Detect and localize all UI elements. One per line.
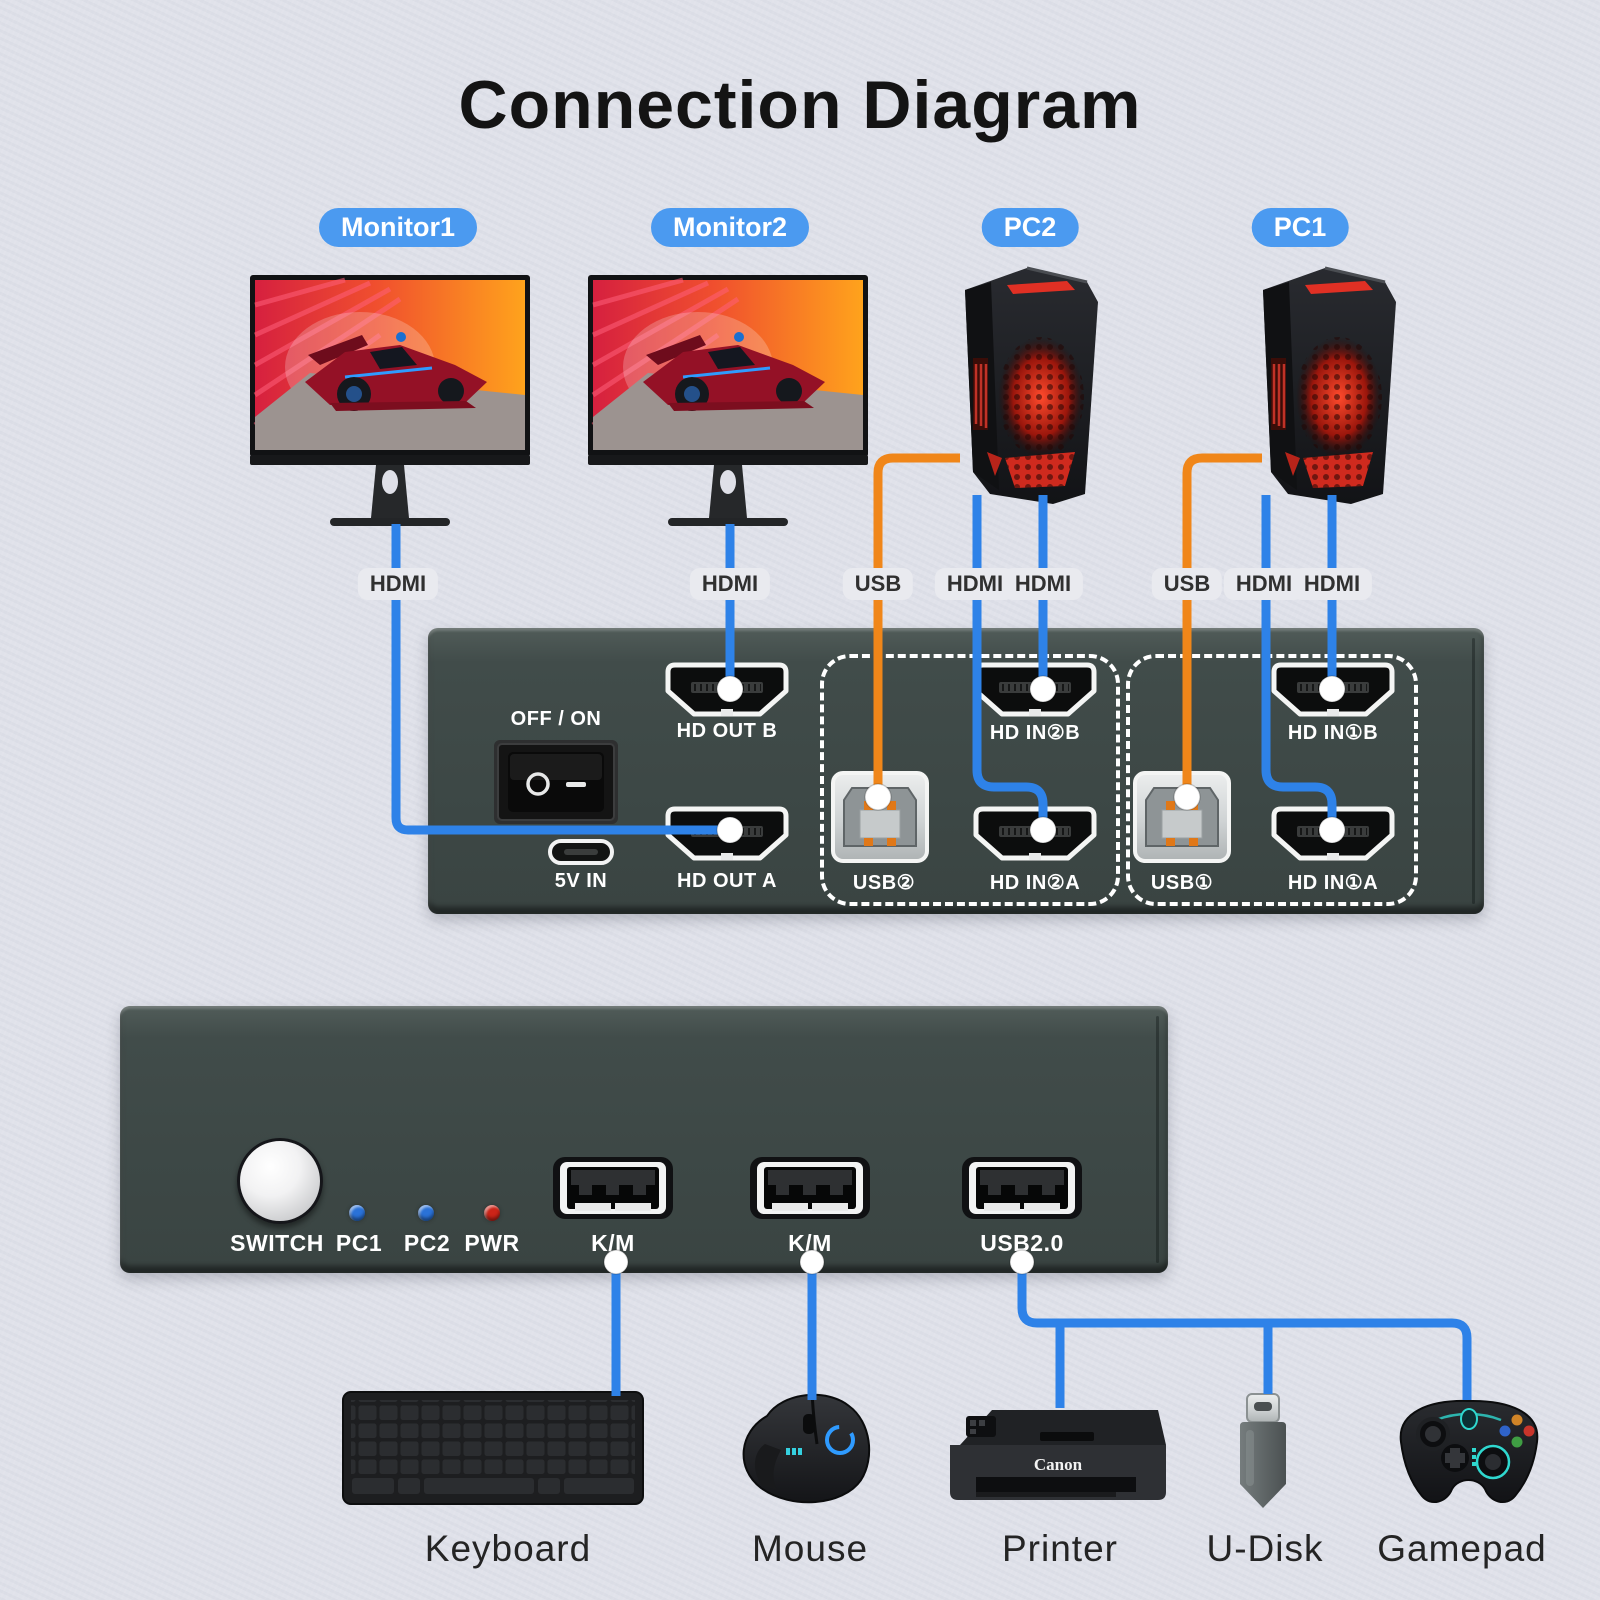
km1-usb-port[interactable] xyxy=(551,1155,675,1221)
pwr-led-label: PWR xyxy=(464,1230,520,1256)
hd-in-1b-port[interactable] xyxy=(1271,662,1395,718)
kvm-front-panel: SWITCH PC1 PC2 PWR K/M K/M USB2.0 xyxy=(120,1006,1168,1273)
usb1-label: USB① xyxy=(1150,872,1214,894)
usb20-port[interactable] xyxy=(960,1155,1084,1221)
hd-out-a-port[interactable] xyxy=(665,806,789,862)
cable-label-hdmi-pc2-b: HDMI xyxy=(1002,568,1084,600)
power-in-label: 5V IN xyxy=(554,870,608,892)
gamepad-caption: Gamepad xyxy=(1377,1528,1547,1569)
pc1-led-label: PC1 xyxy=(335,1230,383,1256)
km1-label: K/M xyxy=(591,1230,635,1256)
cable-label-hdmi-pc1-a: HDMI xyxy=(1223,568,1305,600)
hd-in-2a-label: HD IN②A xyxy=(989,872,1081,894)
pc2-port-group xyxy=(820,654,1120,906)
printer-brand: Canon xyxy=(1034,1455,1083,1474)
mouse-image xyxy=(742,1391,871,1504)
mouse-caption: Mouse xyxy=(751,1528,869,1569)
keyboard-caption: Keyboard xyxy=(424,1528,592,1569)
usb2-label: USB② xyxy=(852,872,916,894)
km2-usb-port[interactable] xyxy=(748,1155,872,1221)
pc2-led xyxy=(418,1205,434,1221)
label-monitor2: Monitor2 xyxy=(651,208,809,247)
pc2-tower-image xyxy=(963,266,1100,506)
pc2-led-label: PC2 xyxy=(403,1230,451,1256)
udisk-caption: U-Disk xyxy=(1206,1528,1324,1569)
label-pc2: PC2 xyxy=(981,208,1079,247)
cable-label-hdmi-pc1-b: HDMI xyxy=(1291,568,1373,600)
hd-in-2a-port[interactable] xyxy=(973,806,1097,862)
page-title: Connection Diagram xyxy=(458,67,1142,143)
label-monitor1: Monitor1 xyxy=(319,208,477,247)
switch-button[interactable] xyxy=(237,1138,323,1224)
udisk-image xyxy=(1240,1393,1286,1508)
hd-in-2b-port[interactable] xyxy=(973,662,1097,718)
usb2-port[interactable] xyxy=(830,770,930,864)
hd-in-2b-label: HD IN②B xyxy=(989,722,1081,744)
monitor1-image xyxy=(250,275,530,526)
printer-caption: Printer xyxy=(1002,1528,1118,1569)
cable-label-hdmi-monitor2: HDMI xyxy=(689,568,771,600)
power-switch-label: OFF / ON xyxy=(510,708,602,730)
keyboard-image xyxy=(342,1391,644,1505)
km2-label: K/M xyxy=(788,1230,832,1256)
printer-image: Canon xyxy=(950,1410,1166,1500)
hd-out-a-label: HD OUT A xyxy=(677,870,777,892)
gamepad-image xyxy=(1399,1399,1539,1504)
usb20-label: USB2.0 xyxy=(980,1230,1064,1256)
pc1-tower-image xyxy=(1261,266,1398,506)
cable-label-usb-pc2: USB xyxy=(842,568,914,600)
hd-in-1b-label: HD IN①B xyxy=(1287,722,1379,744)
usb1-port[interactable] xyxy=(1132,770,1232,864)
power-rocker-switch[interactable] xyxy=(492,738,620,826)
cable-label-hdmi-pc2-a: HDMI xyxy=(934,568,1016,600)
cable-label-hdmi-monitor1: HDMI xyxy=(357,568,439,600)
switch-label: SWITCH xyxy=(230,1230,324,1256)
monitor2-image xyxy=(588,275,868,526)
cable-label-usb-pc1: USB xyxy=(1151,568,1223,600)
hd-out-b-label: HD OUT B xyxy=(676,720,778,742)
power-in-usbc-port[interactable] xyxy=(548,839,614,865)
hd-in-1a-label: HD IN①A xyxy=(1287,872,1379,894)
label-pc1: PC1 xyxy=(1251,208,1349,247)
kvm-rear-panel: OFF / ON 5V IN HD OUT B HD OUT A USB② HD… xyxy=(428,628,1484,914)
pwr-led xyxy=(484,1205,500,1221)
hd-in-1a-port[interactable] xyxy=(1271,806,1395,862)
hd-out-b-port[interactable] xyxy=(665,662,789,718)
pc1-led xyxy=(349,1205,365,1221)
